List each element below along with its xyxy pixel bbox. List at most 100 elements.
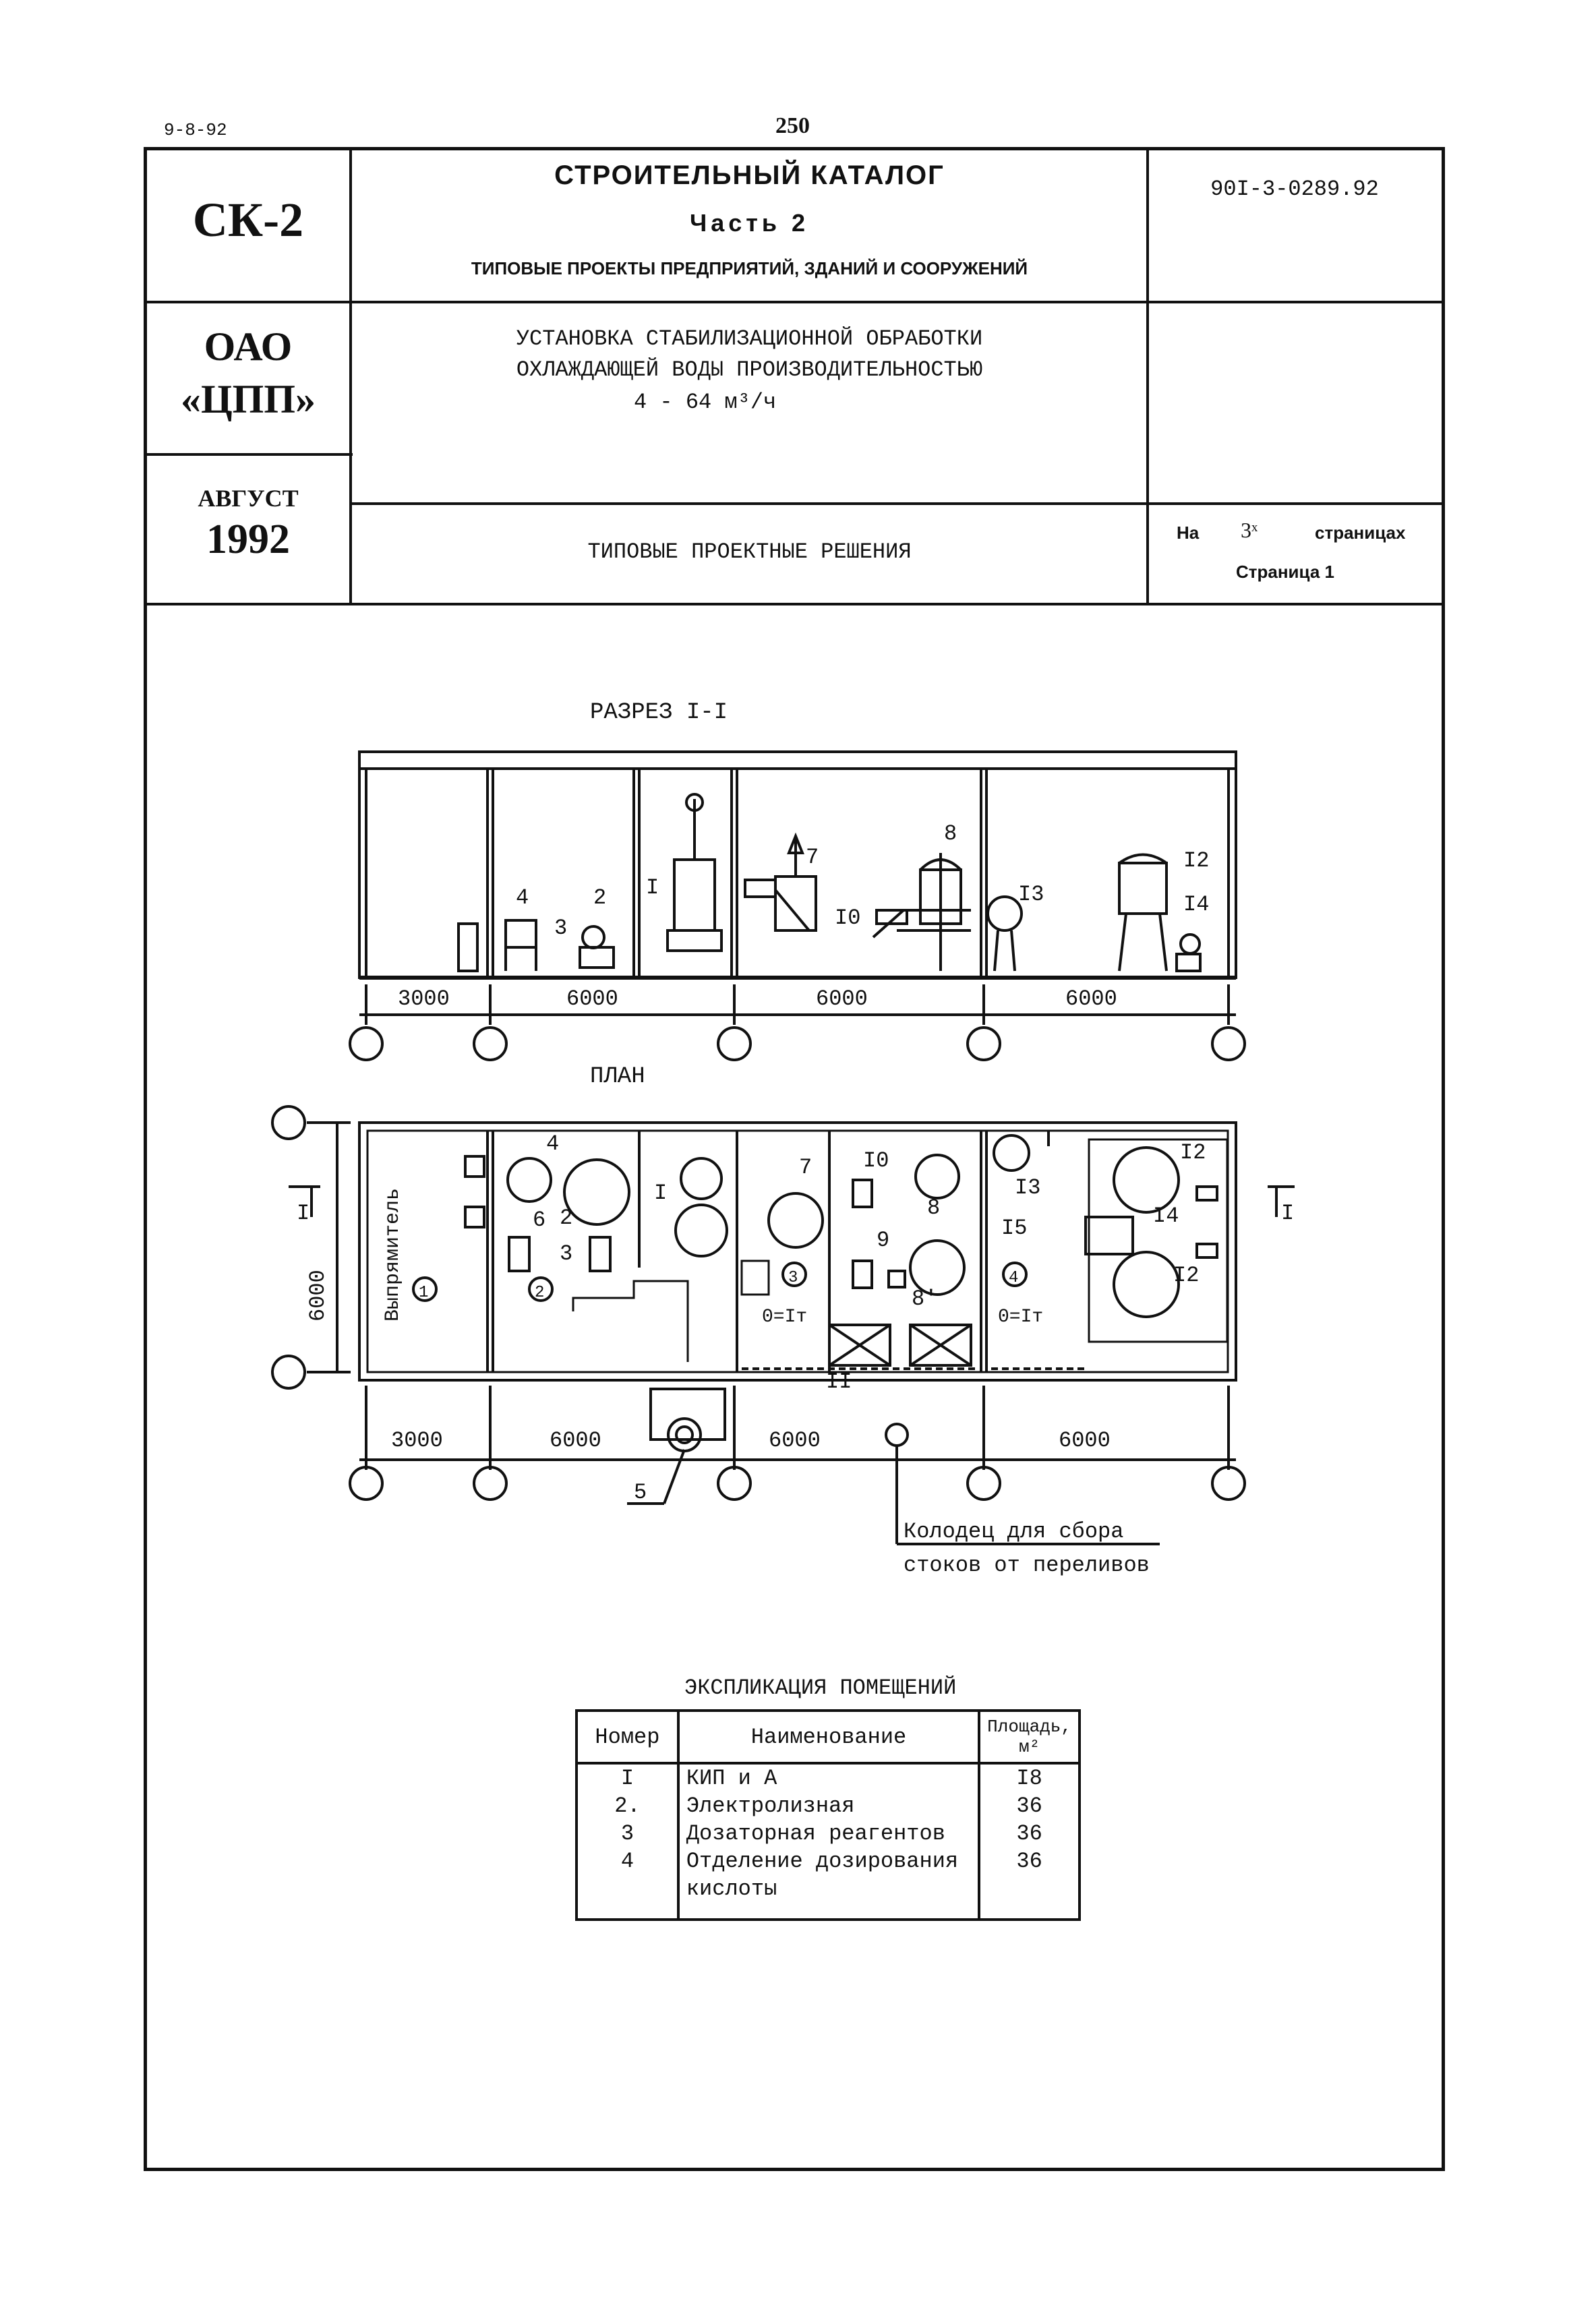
header-area: Площадь, м²	[978, 1709, 1081, 1765]
subject-line-3: 4 - 64 м³/ч	[634, 390, 777, 415]
section-dim-3: 6000	[816, 986, 868, 1011]
plan-label-I2-top: I2	[1180, 1140, 1206, 1165]
catalog-part: Часть 2	[689, 209, 810, 237]
explication-table: Номер Наименование Площадь, м² I КИП и А…	[575, 1709, 1081, 1921]
header-row-line-1	[144, 301, 1445, 303]
well-note-line-1: Колодец для сбора	[904, 1519, 1123, 1544]
plan-label-4: 4	[546, 1131, 559, 1156]
section-label-2: 2	[593, 885, 606, 910]
explication-title: ЭКСПЛИКАЦИЯ ПОМЕЩЕНИЙ	[684, 1676, 957, 1700]
section-label-I2: I2	[1183, 848, 1209, 873]
section-labels: РАЗРЕЗ I-I 3000 6000 6000 6000 4 2 3 I 7…	[398, 700, 1209, 1011]
header-divider-left	[349, 147, 352, 605]
section-title: РАЗРЕЗ I-I	[590, 700, 728, 725]
plan-label-I0: I0	[863, 1148, 889, 1173]
table-row: 3 Дозаторная реагентов 36	[575, 1820, 1081, 1847]
room-number-1: 1	[419, 1284, 428, 1302]
series-label: СК-2	[192, 193, 304, 247]
page-frame	[144, 147, 1445, 2171]
table-row: 2. Электролизная 36	[575, 1792, 1081, 1820]
plan-title: ПЛАН	[590, 1064, 645, 1090]
rectifier-label: Выпрямитель	[382, 1188, 405, 1322]
row-number	[575, 1875, 680, 1921]
row-area: 36	[978, 1847, 1081, 1875]
page-label: Страница 1	[1236, 562, 1334, 582]
opening-label-2: 0=Iт	[998, 1307, 1043, 1328]
table-row: кислоты	[575, 1875, 1081, 1921]
plan-side-dim: 6000	[305, 1270, 330, 1322]
doc-code: 9-8-92	[164, 120, 227, 140]
year-label: 1992	[206, 516, 290, 562]
section-label-I4: I4	[1183, 892, 1209, 917]
row-area: I8	[978, 1763, 1081, 1792]
plan-label-I4: I4	[1153, 1204, 1179, 1228]
org-line-2: «ЦПП»	[180, 377, 316, 421]
plan-label-I2-bottom: I2	[1173, 1263, 1199, 1288]
row-name: Электролизная	[676, 1792, 981, 1820]
table-row: I КИП и А I8	[575, 1763, 1081, 1792]
plan-dim-4: 6000	[1059, 1428, 1111, 1453]
section-label-8: 8	[944, 821, 957, 846]
row-area: 36	[978, 1820, 1081, 1847]
plan-dim-2: 6000	[550, 1428, 601, 1453]
section-drawing	[349, 750, 1246, 1061]
plan-dim-1: 3000	[391, 1428, 443, 1453]
header-number: Номер	[575, 1709, 680, 1765]
plan-label-3: 3	[560, 1241, 572, 1266]
pages-count: 3ˣ	[1241, 518, 1258, 542]
row-area	[978, 1875, 1081, 1921]
plan-label-I: I	[654, 1181, 667, 1206]
section-label-7: 7	[806, 845, 819, 870]
plan-labels: ПЛАН 3000 6000 6000 6000 6000 Выпрямител…	[297, 1064, 1294, 1578]
plan-label-2: 2	[560, 1206, 572, 1231]
doc-type: ТИПОВЫЕ ПРОЕКТНЫЕ РЕШЕНИЯ	[587, 539, 912, 564]
room-number-3: 3	[788, 1269, 798, 1287]
plan-label-7: 7	[799, 1155, 812, 1180]
plan-label-6: 6	[533, 1208, 545, 1233]
catalog-title: СТРОИТЕЛЬНЫЙ КАТАЛОГ	[554, 160, 945, 190]
org-line-1: ОАО	[204, 324, 293, 369]
row-number: 4	[575, 1847, 680, 1875]
plan-label-I5: I5	[1001, 1216, 1027, 1241]
plan-label-8: 8	[927, 1195, 940, 1220]
explication-header-row: Номер Наименование Площадь, м²	[575, 1709, 1081, 1765]
section-label-I3: I3	[1018, 882, 1044, 907]
header-divider-right	[1146, 147, 1149, 605]
plan-label-I3: I3	[1015, 1175, 1040, 1200]
row-name: КИП и А	[676, 1763, 981, 1792]
pages-suffix: страницах	[1315, 523, 1406, 543]
section-label-I0: I0	[835, 906, 860, 930]
row-name: кислоты	[676, 1875, 981, 1921]
section-dim-1: 3000	[398, 986, 450, 1011]
row-number: 3	[575, 1820, 680, 1847]
plan-label-8-prime: 8'	[912, 1286, 937, 1311]
plan-dim-3: 6000	[769, 1428, 821, 1453]
row-name: Отделение дозирования	[676, 1847, 981, 1875]
header-name: Наименование	[676, 1709, 981, 1765]
row-number: I	[575, 1763, 680, 1792]
plan-label-9: 9	[877, 1228, 889, 1253]
section-dim-4: 6000	[1065, 986, 1117, 1011]
month-label: АВГУСТ	[198, 485, 299, 512]
section-label-4: 4	[516, 885, 529, 910]
section-dim-2: 6000	[566, 986, 618, 1011]
page-number: 250	[775, 113, 810, 138]
subject-line-1: УСТАНОВКА СТАБИЛИЗАЦИОННОЙ ОБРАБОТКИ	[516, 326, 983, 351]
room-number-4: 4	[1009, 1269, 1018, 1287]
catalog-part-subtitle: ТИПОВЫЕ ПРОЕКТЫ ПРЕДПРИЯТИЙ, ЗДАНИЙ И СО…	[471, 258, 1028, 278]
section-label-I: I	[646, 875, 659, 900]
project-code: 90I-3-0289.92	[1210, 177, 1379, 202]
pages-prefix: На	[1177, 523, 1200, 543]
row-name: Дозаторная реагентов	[676, 1820, 981, 1847]
table-row: 4 Отделение дозирования 36	[575, 1847, 1081, 1875]
opening-label-1: 0=Iт	[762, 1307, 807, 1328]
room-number-2: 2	[535, 1284, 544, 1302]
plan-label-II: II	[826, 1369, 852, 1394]
well-note-line-2: стоков от переливов	[904, 1553, 1150, 1578]
plan-drawing	[271, 1105, 1295, 1545]
header-row-line-2b	[349, 502, 1445, 505]
header-row-line-2a	[144, 453, 353, 456]
section-label-3: 3	[554, 916, 567, 941]
row-number: 2.	[575, 1792, 680, 1820]
